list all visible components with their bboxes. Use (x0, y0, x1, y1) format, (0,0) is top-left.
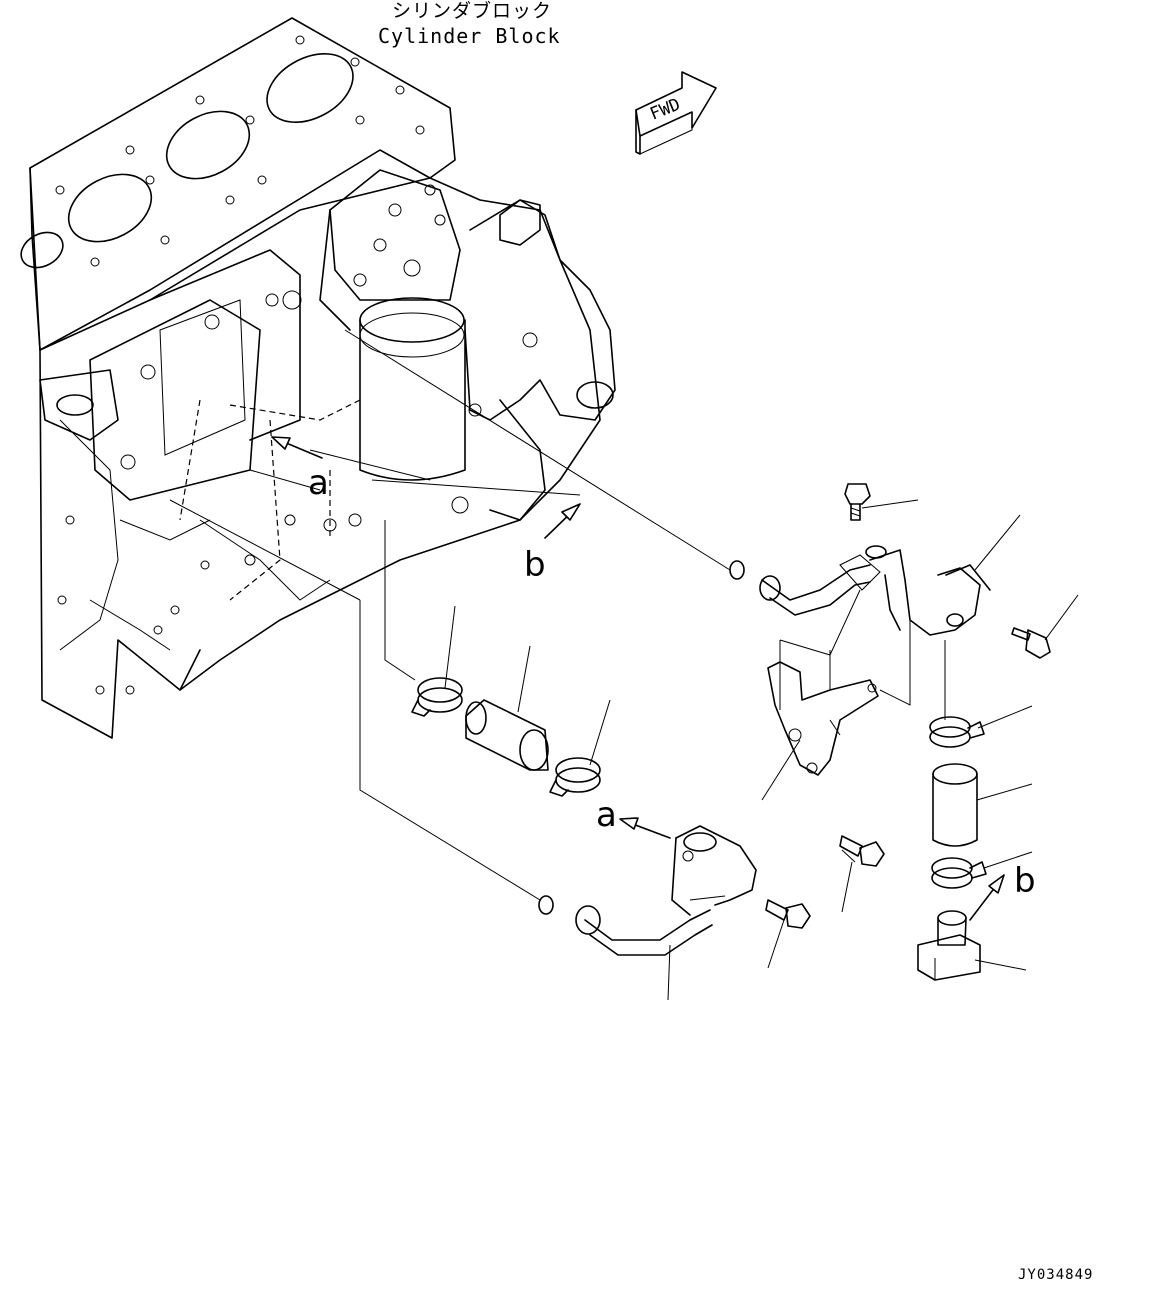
bolt-bracket (839, 835, 885, 867)
leader-lines (169, 329, 1005, 921)
cylinder-block (20, 17, 616, 739)
bracket (767, 661, 879, 776)
bolt-upper-2 (1011, 627, 1051, 659)
part-leader-lines (444, 499, 1079, 1001)
bolt-lower (765, 899, 811, 929)
title-japanese: シリンダブロック (392, 0, 553, 22)
hose-right (932, 763, 978, 847)
forward-arrow-icon (635, 71, 717, 155)
bolt-upper-1 (844, 483, 871, 521)
hose-left (465, 699, 549, 771)
hose-clamp-right-lower (931, 857, 987, 889)
hose-clamp-right-upper (929, 716, 985, 748)
fitting-right (917, 910, 981, 981)
lower-tube (538, 825, 757, 956)
title-english: Cylinder Block (378, 24, 561, 48)
upper-tube (729, 545, 991, 636)
drawing-code: JY034849 (1018, 1267, 1094, 1283)
callout-a-lower: a (596, 795, 617, 835)
callout-a-upper: a (308, 463, 329, 503)
hose-clamp-left-upper (411, 677, 463, 717)
callout-b-lower: b (1014, 861, 1036, 901)
callout-b-upper: b (524, 545, 546, 585)
hose-clamp-left-lower (549, 757, 601, 797)
